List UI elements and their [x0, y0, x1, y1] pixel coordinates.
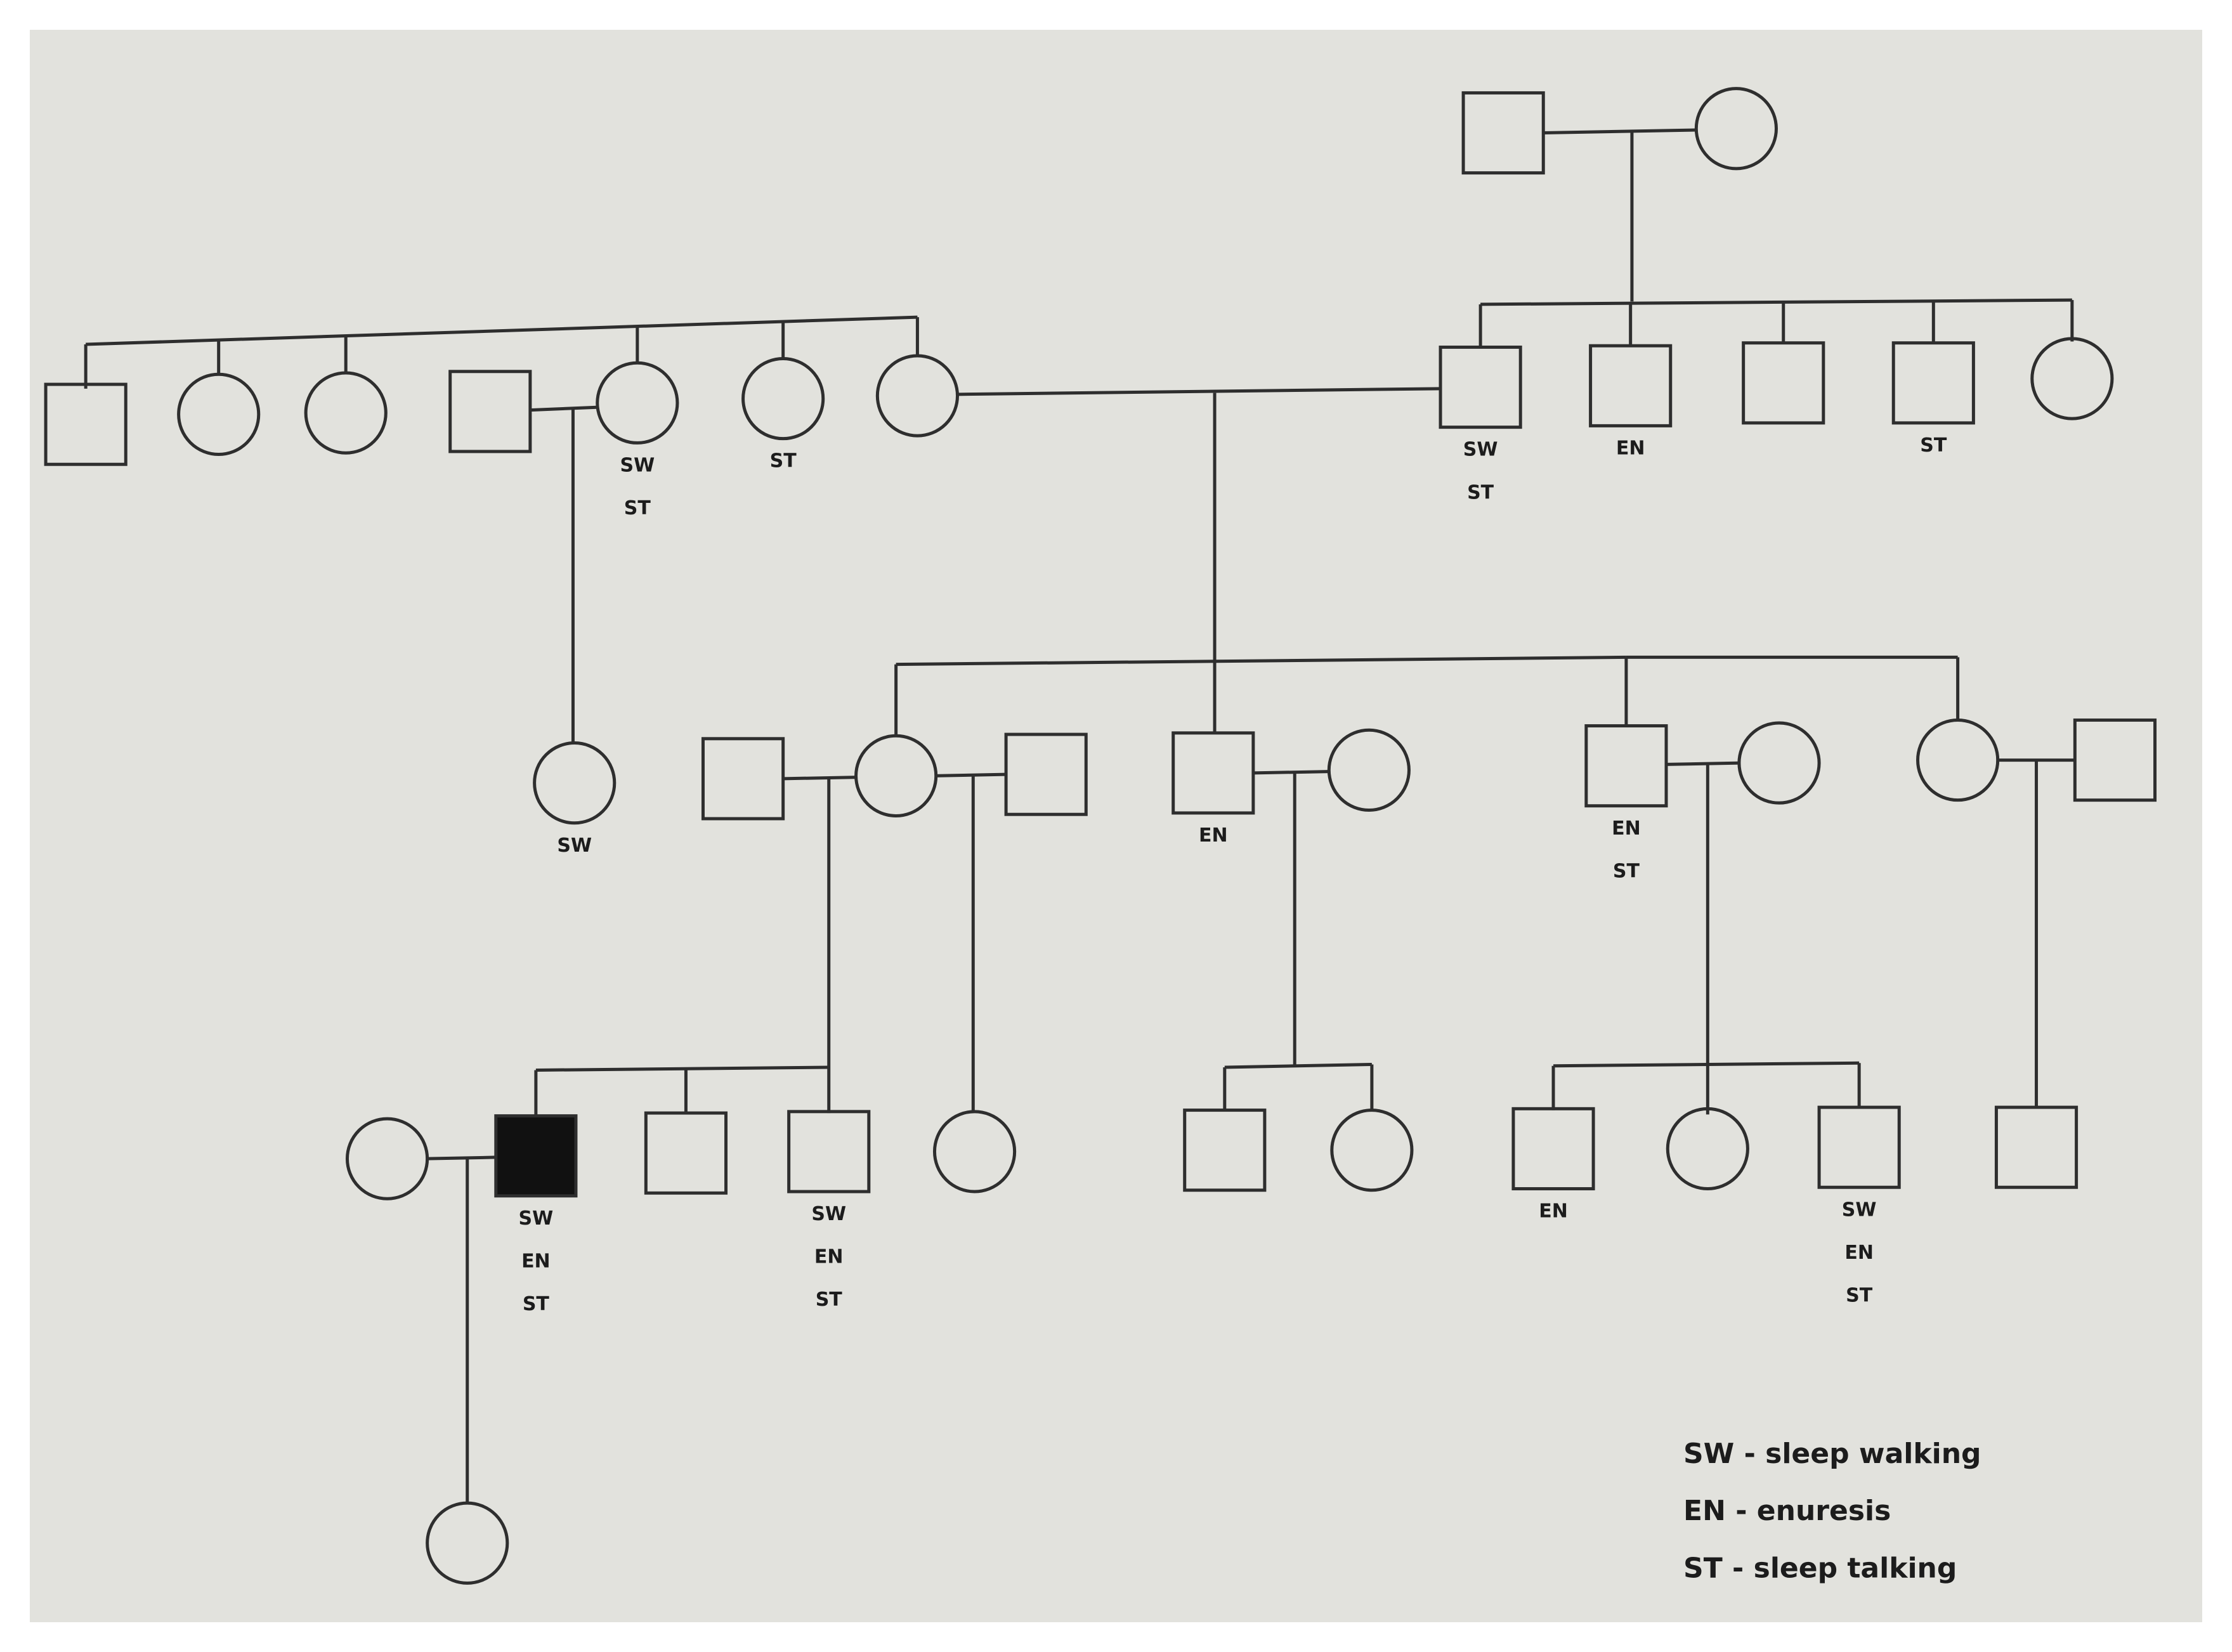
- male-square-g3-spouse3-m: [2073, 719, 2157, 802]
- connector-line-8: [86, 315, 918, 346]
- trait-label-sw: SW: [620, 454, 655, 476]
- connector-line-27: [934, 772, 1007, 777]
- connector-line-39: [1224, 1062, 1372, 1069]
- female-circle-g4-f2: [1330, 1109, 1414, 1192]
- legend-entry-sw: SW - sleep walking: [1683, 1438, 1981, 1470]
- trait-label-sw: SW: [519, 1207, 554, 1230]
- connector-line-42: [1553, 1061, 1860, 1068]
- male-square-g2-right-m3: [1742, 341, 1825, 425]
- male-square-g2-left-m1: [44, 382, 127, 466]
- legend-entry-st: ST - sleep talking: [1683, 1552, 1957, 1584]
- male-square-g4-m3: [1183, 1109, 1267, 1192]
- male-square-g4-m6: [1994, 1105, 2079, 1189]
- female-circle-g4-f3: [1666, 1107, 1749, 1190]
- female-circle-g2-left-f1: [177, 372, 261, 456]
- connector-line-45: [426, 1155, 496, 1161]
- trait-label-st: ST: [1846, 1284, 1873, 1306]
- female-circle-g5-f1: [426, 1501, 509, 1585]
- connector-line-35: [535, 1065, 829, 1072]
- connector-line-31: [1666, 761, 1741, 766]
- male-square-g1-father: [1461, 91, 1545, 175]
- female-circle-g2-left-f4: [741, 357, 825, 441]
- female-circle-g3-f1: [854, 734, 938, 817]
- trait-label-st: ST: [624, 497, 651, 519]
- male-square-g2-right-m4: [1891, 341, 1975, 425]
- pedigree-photo: [30, 30, 2202, 1622]
- trait-label-st: ST: [1467, 481, 1494, 504]
- trait-label-en: EN: [1616, 437, 1645, 459]
- trait-label-sw: SW: [811, 1203, 846, 1225]
- trait-label-sw: SW: [1463, 439, 1498, 461]
- connector-line-2: [1480, 298, 2072, 306]
- male-square-g4-proband: [494, 1114, 578, 1198]
- connector-line-17: [957, 387, 1441, 396]
- trait-label-sw: SW: [1842, 1199, 1877, 1221]
- male-square-g4-m5: [1817, 1105, 1901, 1189]
- male-square-g2-right-m1: [1439, 345, 1522, 429]
- connector-line-29: [1253, 770, 1329, 775]
- trait-label-en: EN: [1844, 1242, 1874, 1264]
- female-circle-g2-left-f3: [596, 361, 679, 445]
- female-circle-g1-mother: [1694, 87, 1778, 171]
- female-circle-g3-f2: [1916, 719, 2000, 802]
- male-square-g4-m1: [644, 1111, 728, 1195]
- trait-label-st: ST: [1613, 860, 1640, 882]
- trait-label-en: EN: [521, 1250, 551, 1272]
- male-square-g3-spouse1-m: [701, 737, 785, 821]
- female-circle-g2-left-f5: [875, 354, 960, 438]
- connector-line-0: [1543, 128, 1697, 135]
- female-circle-g4-spouse-f: [345, 1117, 429, 1200]
- trait-label-en: EN: [1199, 824, 1228, 847]
- female-circle-g2-right-f1: [2030, 337, 2114, 420]
- male-square-g2-right-m2: [1589, 344, 1673, 427]
- male-square-g4-m2: [787, 1110, 871, 1193]
- trait-label-en: EN: [1612, 817, 1641, 840]
- connector-line-19: [896, 655, 1626, 667]
- female-circle-g3-spouse-f2: [1737, 721, 1821, 805]
- female-circle-g3-spouse-f1: [1327, 728, 1411, 812]
- trait-label-sw: SW: [557, 835, 592, 857]
- trait-label-en: EN: [1539, 1200, 1568, 1223]
- trait-label-st: ST: [523, 1293, 550, 1315]
- connector-line-15: [530, 405, 599, 412]
- male-square-g3-m2: [1584, 724, 1668, 808]
- connector-line-25: [783, 776, 858, 781]
- trait-label-en: EN: [814, 1246, 844, 1268]
- trait-label-st: ST: [816, 1289, 843, 1311]
- male-square-g3-spouse2-m: [1004, 732, 1088, 816]
- female-circle-g4-f1: [932, 1110, 1017, 1193]
- male-square-g4-m4: [1511, 1107, 1595, 1190]
- legend-entry-en: EN - enuresis: [1683, 1495, 1891, 1527]
- male-square-g2-spouse-m: [448, 370, 532, 453]
- female-circle-g3-child-sw: [533, 741, 617, 825]
- trait-label-st: ST: [1920, 434, 1947, 457]
- trait-label-st: ST: [770, 450, 797, 472]
- male-square-g3-m1: [1171, 731, 1255, 815]
- female-circle-g2-left-f2: [304, 371, 388, 455]
